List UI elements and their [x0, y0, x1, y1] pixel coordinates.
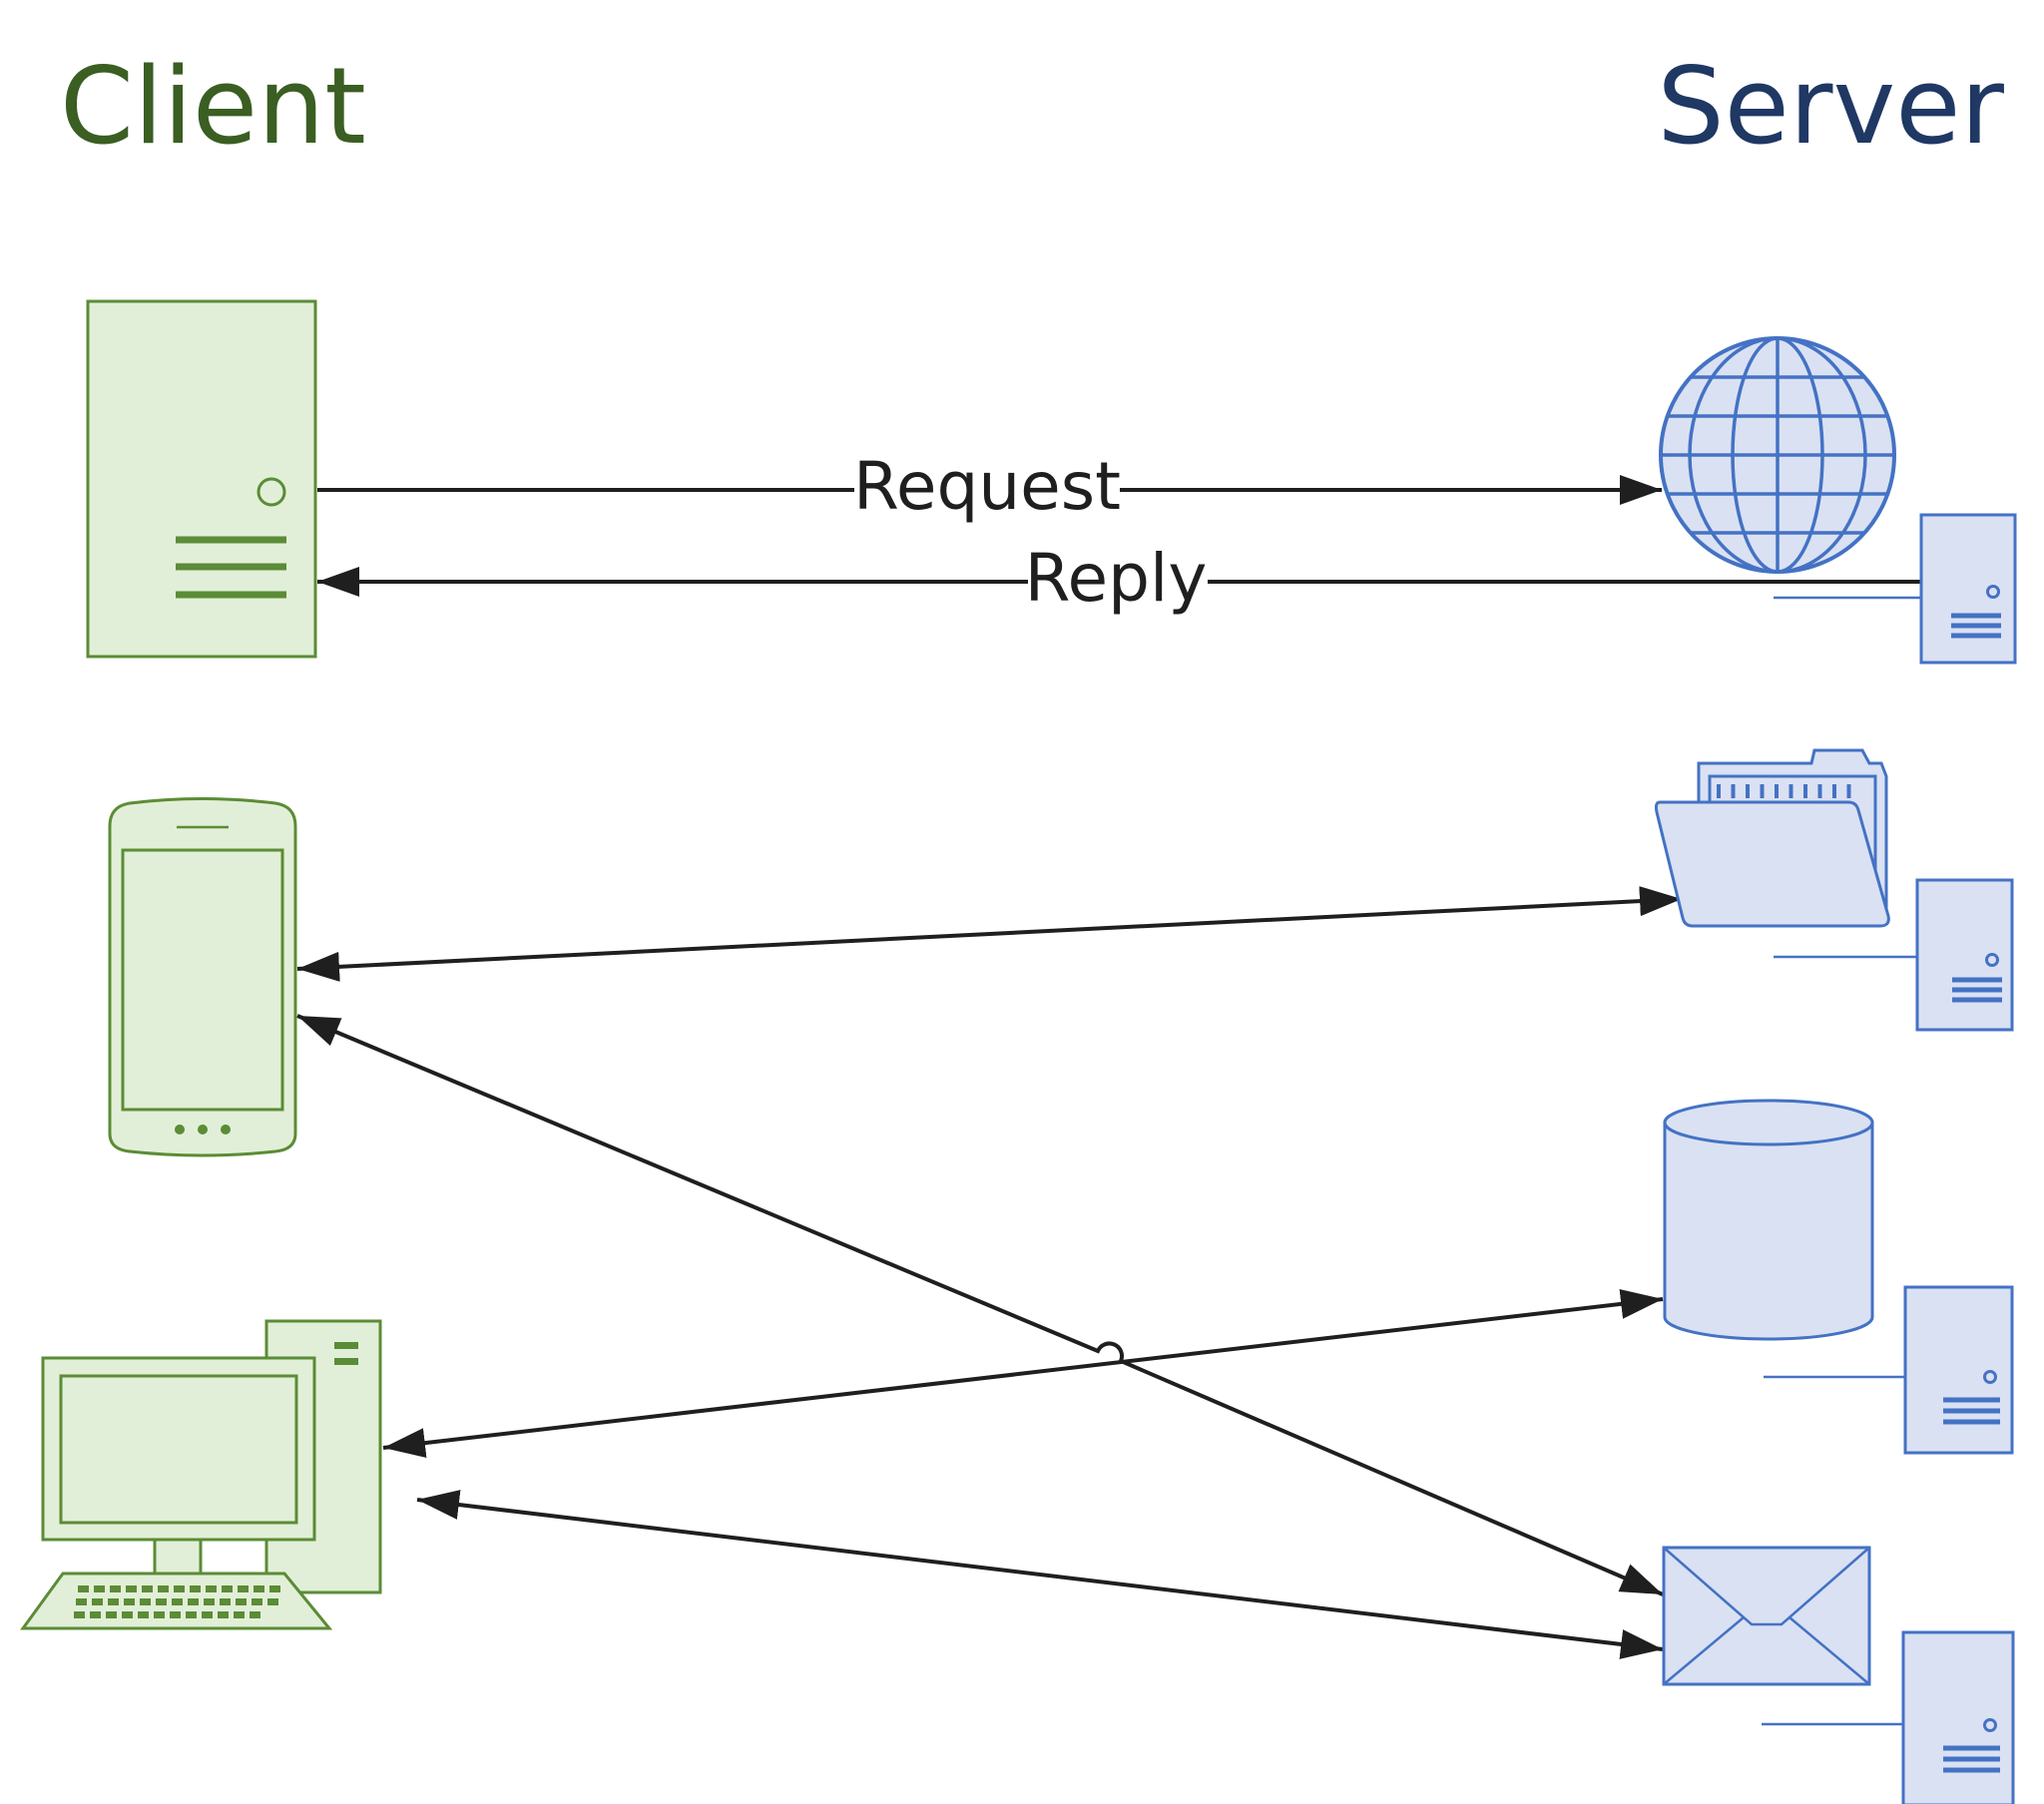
folder-page-ticks [1717, 784, 1851, 798]
keyboard-key [156, 1598, 167, 1605]
reply-label: Reply [1025, 540, 1208, 617]
keyboard-key [236, 1598, 247, 1605]
desktop-pc-icon [20, 1319, 382, 1630]
keyboard-key [140, 1598, 151, 1605]
client-heading: Client [60, 45, 366, 168]
keyboard-key [110, 1585, 121, 1592]
keyboard-key [254, 1585, 264, 1592]
keyboard-key [234, 1611, 245, 1618]
request-label-bg [854, 457, 1120, 527]
connections: Request Reply [296, 448, 1924, 1659]
keyboard-key [202, 1611, 213, 1618]
server-heading: Server [1657, 45, 2004, 168]
keyboard-key [174, 1585, 185, 1592]
keyboard-key [154, 1611, 165, 1618]
server-unit-icon [1762, 1630, 2015, 1804]
database-to-desktop-arrow [382, 1288, 1664, 1459]
keyboard-key [204, 1598, 215, 1605]
keyboard-key [78, 1585, 89, 1592]
keyboard-key [106, 1611, 117, 1618]
folder-icon [1654, 748, 1890, 928]
keyboard-key [269, 1585, 280, 1592]
keyboard-key [158, 1585, 169, 1592]
smartphone-icon [108, 797, 297, 1157]
server-unit-icon [1764, 1285, 2014, 1455]
keyboard-key [74, 1611, 85, 1618]
keyboard-key [206, 1585, 217, 1592]
mail-to-phone-arrow [296, 1014, 1664, 1596]
file-to-phone-arrow [296, 886, 1683, 982]
keyboard-key [92, 1598, 103, 1605]
database-icon [1663, 1099, 1874, 1341]
keyboard-key [252, 1598, 262, 1605]
keyboard-key [172, 1598, 183, 1605]
keyboard-key [218, 1611, 229, 1618]
keyboard-key [190, 1585, 201, 1592]
keyboard-key [108, 1598, 119, 1605]
keyboard-keys [74, 1585, 280, 1618]
reply-label-bg [1028, 547, 1208, 621]
keyboard-key [126, 1585, 137, 1592]
keyboard-key [170, 1611, 181, 1618]
keyboard-key [122, 1611, 133, 1618]
keyboard-key [138, 1611, 149, 1618]
mail-to-desktop-arrow [416, 1490, 1664, 1659]
keyboard-key [238, 1585, 249, 1592]
server-tower-icon [86, 299, 317, 659]
keyboard-key [267, 1598, 278, 1605]
keyboard-key [124, 1598, 135, 1605]
keyboard-key [222, 1585, 233, 1592]
keyboard-key [94, 1585, 105, 1592]
keyboard-key [220, 1598, 231, 1605]
keyboard-key [250, 1611, 260, 1618]
server-unit-icon [1774, 513, 2017, 665]
envelope-icon [1662, 1546, 1871, 1686]
server-unit-icon [1774, 878, 2014, 1032]
keyboard-key [90, 1611, 101, 1618]
keyboard-key [188, 1598, 199, 1605]
keyboard-key [76, 1598, 87, 1605]
globe-icon [1659, 336, 1896, 574]
request-label: Request [853, 448, 1121, 525]
keyboard-key [186, 1611, 197, 1618]
keyboard-key [142, 1585, 153, 1592]
